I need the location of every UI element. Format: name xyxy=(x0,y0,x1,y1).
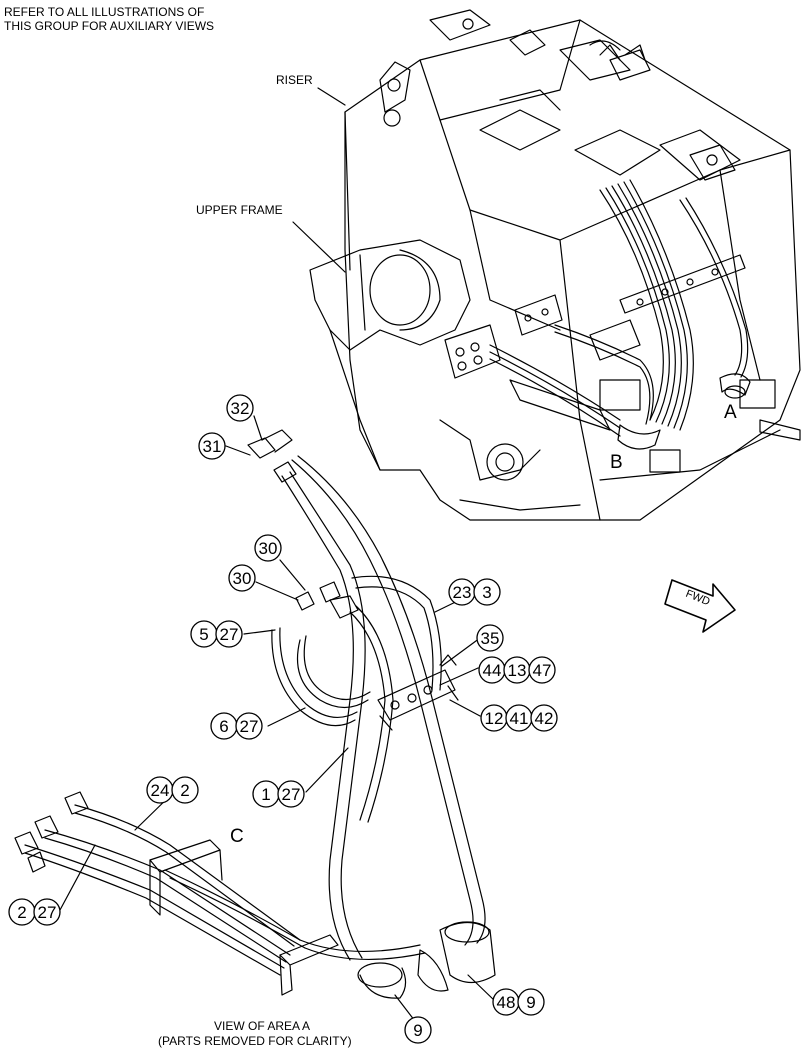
callout-bubble xyxy=(277,780,305,808)
callout-number: 35 xyxy=(481,629,500,648)
callout-bubble xyxy=(198,432,226,460)
callout-c30b: 30 xyxy=(228,564,256,592)
callout-number: 24 xyxy=(151,781,170,800)
callout-c1-27: 1 27 xyxy=(252,780,305,808)
callout-bubble xyxy=(226,394,254,422)
callout-bubble xyxy=(473,578,501,606)
callout-bubble xyxy=(476,624,504,652)
callout-c12-41-42: 12 41 42 xyxy=(480,704,558,732)
callout-bubble xyxy=(235,712,263,740)
callout-number: 27 xyxy=(282,785,301,804)
callout-number: 2 xyxy=(180,781,189,800)
callout-number: 6 xyxy=(219,717,228,736)
riser-label: RISER xyxy=(276,73,313,87)
callout-number: 5 xyxy=(199,625,208,644)
callout-c2-27: 2 27 xyxy=(8,898,61,926)
riser-leader xyxy=(317,87,346,106)
area-a-label: A xyxy=(724,402,737,423)
callout-number: 13 xyxy=(508,661,527,680)
callout-bubble xyxy=(528,656,556,684)
callout-number: 9 xyxy=(413,1021,422,1040)
callout-number: 32 xyxy=(231,399,250,418)
callout-number: 12 xyxy=(485,709,504,728)
view-caption-line2: (PARTS REMOVED FOR CLARITY) xyxy=(158,1034,352,1048)
callout-c32: 32 xyxy=(226,394,254,422)
callout-number: 23 xyxy=(453,583,472,602)
callout-bubble xyxy=(215,620,243,648)
area-b-label: B xyxy=(610,452,623,473)
area-c-label: C xyxy=(230,826,244,847)
callout-bubble xyxy=(530,704,558,732)
callout-number: 27 xyxy=(240,717,259,736)
callout-number: 30 xyxy=(259,539,278,558)
callout-number: 9 xyxy=(526,993,535,1012)
callout-number: 42 xyxy=(535,709,554,728)
callout-number: 47 xyxy=(533,661,552,680)
callout-number: 48 xyxy=(497,993,516,1012)
callout-number: 2 xyxy=(17,903,26,922)
callout-c5-27: 5 27 xyxy=(190,620,243,648)
callout-c23-3: 23 3 xyxy=(448,578,501,606)
callout-bubble xyxy=(404,1016,432,1044)
upper-frame-leader xyxy=(292,221,346,273)
callout-c48-9: 48 9 xyxy=(492,988,545,1016)
fwd-arrow xyxy=(664,579,736,633)
callout-c9: 9 xyxy=(404,1016,432,1044)
area-a-hose-assembly xyxy=(14,429,496,999)
callout-bubble xyxy=(517,988,545,1016)
callout-number: 27 xyxy=(38,903,57,922)
callout-number: 1 xyxy=(261,785,270,804)
callout-number: 44 xyxy=(483,661,502,680)
callout-c31: 31 xyxy=(198,432,226,460)
callout-number: 31 xyxy=(203,437,222,456)
refer-note-line1: REFER TO ALL ILLUSTRATIONS OF xyxy=(4,5,205,19)
callout-number: 41 xyxy=(510,709,529,728)
view-caption-line1: VIEW OF AREA A xyxy=(214,1019,311,1033)
callout-c30a: 30 xyxy=(254,534,282,562)
callout-c6-27: 6 27 xyxy=(210,712,263,740)
callout-bubble xyxy=(171,776,199,804)
callout-number: 30 xyxy=(233,569,252,588)
callout-bubble xyxy=(33,898,61,926)
callout-c24-2: 24 2 xyxy=(146,776,199,804)
refer-note-line2: THIS GROUP FOR AUXILIARY VIEWS xyxy=(4,19,215,33)
callout-c44-13-47: 44 13 47 xyxy=(478,656,556,684)
upper-frame-label: UPPER FRAME xyxy=(196,203,283,217)
callout-c35: 35 xyxy=(476,624,504,652)
callout-bubble xyxy=(228,564,256,592)
callout-group: 32 31 30 30 5 27 23 3 35 44 13 47 12 41 42 6 27 1 27 24 2 2 27… xyxy=(8,394,558,1044)
callout-number: 3 xyxy=(482,583,491,602)
callout-number: 27 xyxy=(220,625,239,644)
upper-frame-assembly xyxy=(309,9,801,521)
callout-bubble xyxy=(254,534,282,562)
